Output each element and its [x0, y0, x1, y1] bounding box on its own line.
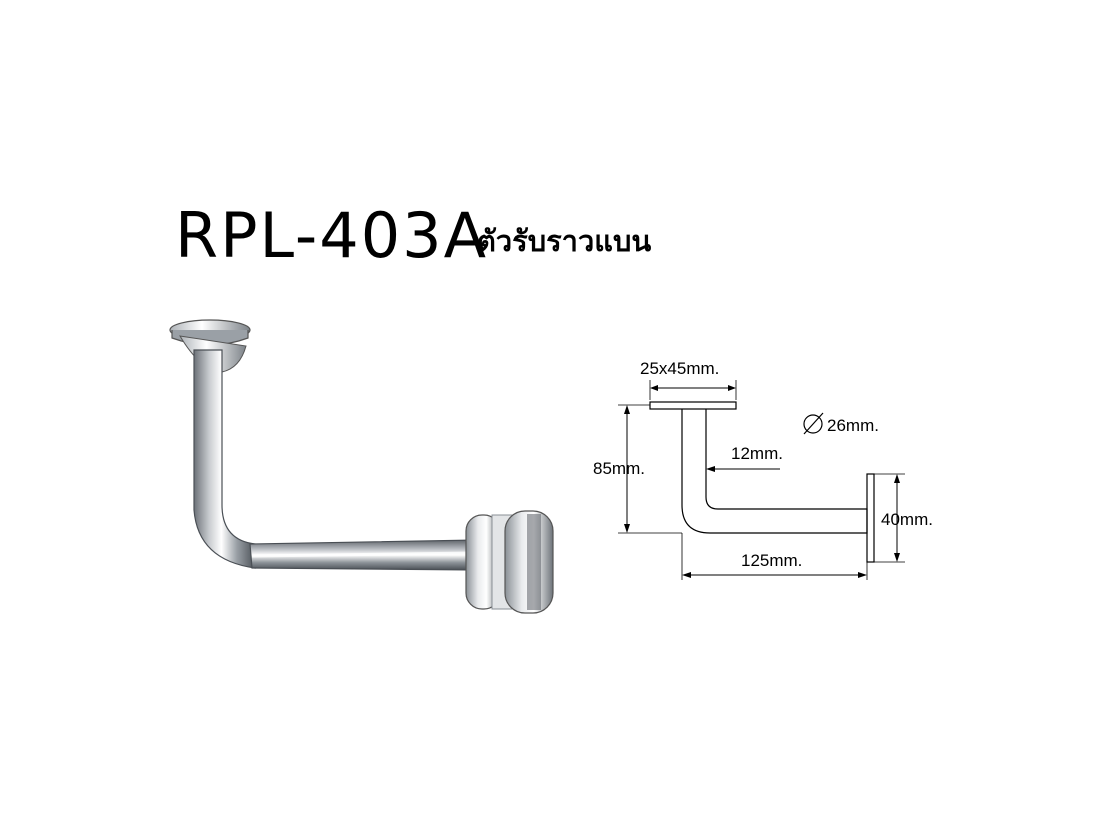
label-plate-height: 40mm. — [881, 510, 933, 529]
label-base-plate: 25x45mm. — [640, 359, 719, 378]
drawing-side-plate — [866, 473, 875, 563]
diameter-symbol — [803, 412, 824, 435]
drawing-base-plate — [649, 401, 737, 410]
model-code: RPL-403A — [175, 199, 489, 272]
label-height: 85mm. — [593, 459, 645, 478]
glass-clamp-discs — [465, 510, 554, 614]
label-length: 125mm. — [741, 551, 802, 570]
product-name: ตัวรับราวแบน — [477, 224, 652, 258]
label-tube-diameter: 26mm. — [827, 416, 879, 435]
label-offset: 12mm. — [731, 444, 783, 463]
